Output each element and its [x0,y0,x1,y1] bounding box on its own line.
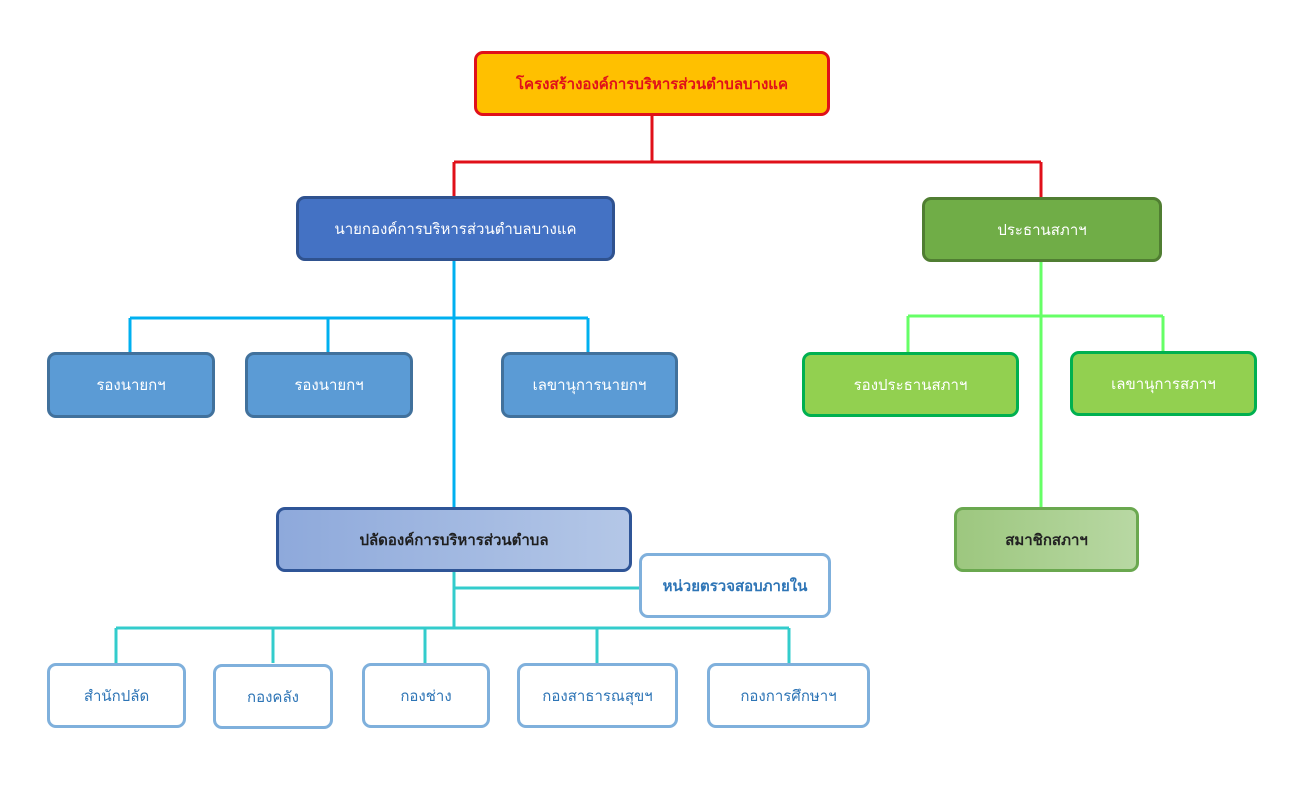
council-member-box: สมาชิกสภาฯ [954,507,1139,572]
division-label-engineering: กองช่าง [400,686,452,705]
council-deputy-label: รองประธานสภาฯ [853,375,968,394]
division-label-office: สำนักปลัด [83,686,150,705]
org-chart-title-box: โครงสร้างองค์การบริหารส่วนตำบลบางแค [474,51,830,116]
executive-connectors [128,261,590,507]
chief-administrator-label: ปลัดองค์การบริหารส่วนตำบล [359,530,549,549]
division-box-education: กองการศึกษาฯ [707,663,870,728]
internal-audit-label: หน่วยตรวจสอบภายใน [662,576,808,595]
internal-audit-box: หน่วยตรวจสอบภายใน [639,553,831,618]
division-box-finance: กองคลัง [213,664,333,729]
deputy-mayor-box-1: รองนายกฯ [47,352,215,418]
council-secretary-box: เลขานุการสภาฯ [1070,351,1257,416]
division-box-engineering: กองช่าง [362,663,490,728]
deputy-mayor-label-2: รองนายกฯ [294,376,364,394]
deputy-mayor-box-2: รองนายกฯ [245,352,413,418]
org-chart-title: โครงสร้างองค์การบริหารส่วนตำบลบางแค [516,74,788,93]
mayor-box: นายกองค์การบริหารส่วนตำบลบางแค [296,196,615,261]
division-box-office: สำนักปลัด [47,663,186,728]
division-connectors [114,572,791,663]
division-label-finance: กองคลัง [247,687,299,706]
mayor-label: นายกองค์การบริหารส่วนตำบลบางแค [334,219,577,238]
mayor-secretary-box: เลขานุการนายกฯ [501,352,678,418]
council-chair-label: ประธานสภาฯ [997,220,1087,239]
council-member-label: สมาชิกสภาฯ [1005,530,1088,549]
root-connectors [452,116,1043,197]
mayor-secretary-label: เลขานุการนายกฯ [532,376,647,394]
chief-administrator-box: ปลัดองค์การบริหารส่วนตำบล [276,507,632,572]
division-label-education: กองการศึกษาฯ [740,686,837,705]
division-label-public-health: กองสาธารณสุขฯ [542,686,653,705]
council-secretary-label: เลขานุการสภาฯ [1111,374,1216,393]
council-chair-box: ประธานสภาฯ [922,197,1162,262]
council-connectors [906,262,1165,507]
council-deputy-box: รองประธานสภาฯ [802,352,1019,417]
division-box-public-health: กองสาธารณสุขฯ [517,663,678,728]
deputy-mayor-label-1: รองนายกฯ [96,376,166,394]
